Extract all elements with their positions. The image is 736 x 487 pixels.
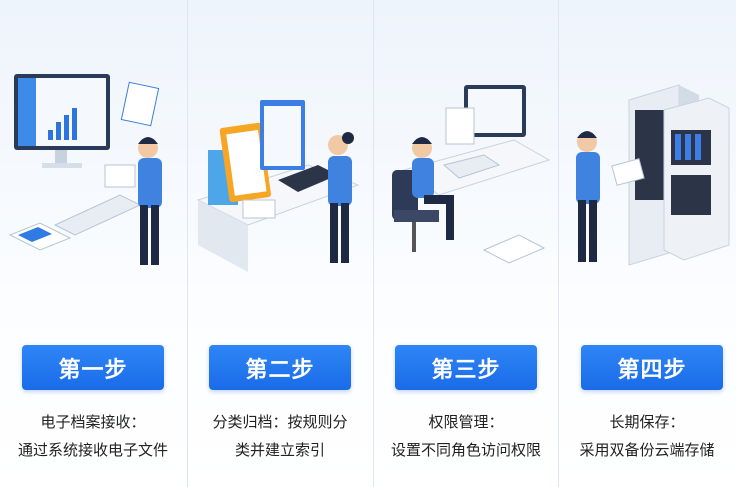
step-detail: 采用双备份云端存储 [579,441,715,459]
step-2-button[interactable]: 第二步 [209,345,351,390]
file-receiving-illustration [8,74,162,265]
step-detail: 通过系统接收电子文件 [17,441,168,459]
step-title: 电子档案接收： [40,413,146,431]
step-3-description: 权限管理： 设置不同角色访问权限 [373,408,559,464]
step-1-button[interactable]: 第一步 [22,345,164,390]
step-1-description: 电子档案接收： 通过系统接收电子文件 [0,408,186,464]
permission-illustration [392,85,551,264]
step-4-description: 长期保存： 采用双备份云端存储 [558,408,736,464]
step-title: 权限管理： [428,413,504,431]
step-detail: 设置不同角色访问权限 [390,441,541,459]
step-2-description: 分类归档：按规则分 类并建立索引 [187,408,373,464]
step-title: 长期保存： [609,413,685,431]
step-4-button[interactable]: 第四步 [581,345,723,390]
divider [558,0,559,487]
divider [187,0,188,487]
step-detail: 类并建立索引 [234,441,325,459]
classification-illustration [196,100,360,272]
storage-illustration [576,84,730,266]
step-3-button[interactable]: 第三步 [395,345,537,390]
divider [373,0,374,487]
step-title: 分类归档：按规则分 [212,413,348,431]
